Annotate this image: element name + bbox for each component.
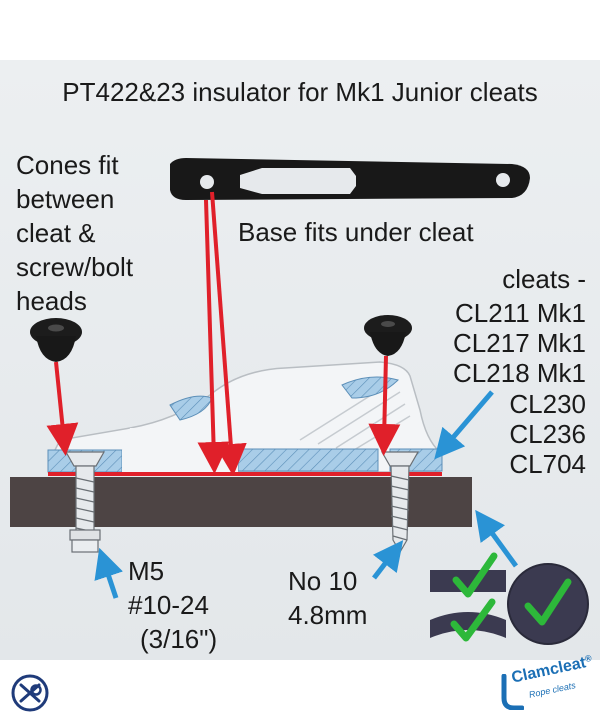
clamcleat-mark-icon	[501, 674, 524, 710]
insulator-base-plate	[170, 158, 530, 200]
m5-label-line-1: M5	[128, 556, 165, 586]
flat-strip	[430, 570, 506, 592]
cones-label-line-4: screw/bolt	[16, 252, 134, 282]
clamcleat-logo: Clamcleat® Rope cleats	[498, 653, 594, 714]
cleat-model: CL704	[509, 449, 586, 479]
cleat-model: CL218 Mk1	[453, 358, 586, 388]
curved-strip	[430, 612, 506, 638]
blue-arrow-cleats	[434, 390, 494, 460]
red-arrow-base-left	[197, 199, 230, 474]
m5-label-line-3: (3/16")	[140, 624, 218, 654]
manufacturer-logo	[11, 674, 49, 712]
cones-label-line-2: between	[16, 184, 115, 214]
red-arrow-base-right	[210, 191, 247, 476]
page-title: PT422&23 insulator for Mk1 Junior cleats	[62, 77, 538, 107]
no10-label-line-2: 4.8mm	[288, 600, 368, 630]
insulator-line	[48, 472, 442, 476]
bolt-m5	[64, 451, 106, 553]
brand-tagline: Rope cleats	[528, 680, 577, 700]
cleat-model: CL230	[509, 389, 586, 419]
check-icon	[452, 552, 498, 598]
cones-label-line-1: Cones fit	[16, 150, 119, 180]
blue-arrow-m5	[94, 547, 123, 599]
red-arrow-cone-left	[46, 361, 79, 456]
check-icon	[450, 598, 496, 642]
cleat-model: CL211 Mk1	[454, 298, 586, 328]
m5-label-line-2: #10-24	[128, 590, 209, 620]
red-arrow-cone-right	[368, 355, 401, 456]
cone-left	[30, 318, 82, 362]
blue-arrow-detail	[475, 509, 519, 568]
cones-label-line-5: heads	[16, 286, 87, 316]
base-label: Base fits under cleat	[238, 217, 474, 247]
no10-label-line-1: No 10	[288, 566, 358, 596]
cleat-model: CL236	[509, 419, 586, 449]
blue-arrow-no10	[372, 540, 404, 580]
check-detail	[430, 552, 589, 645]
cones-label-line-3: cleat &	[16, 218, 96, 248]
round-surface	[507, 563, 589, 645]
cleat-model: CL217 Mk1	[453, 328, 586, 358]
check-icon	[524, 578, 572, 626]
cleats-heading: cleats -	[502, 264, 586, 294]
cone-right	[364, 315, 412, 356]
